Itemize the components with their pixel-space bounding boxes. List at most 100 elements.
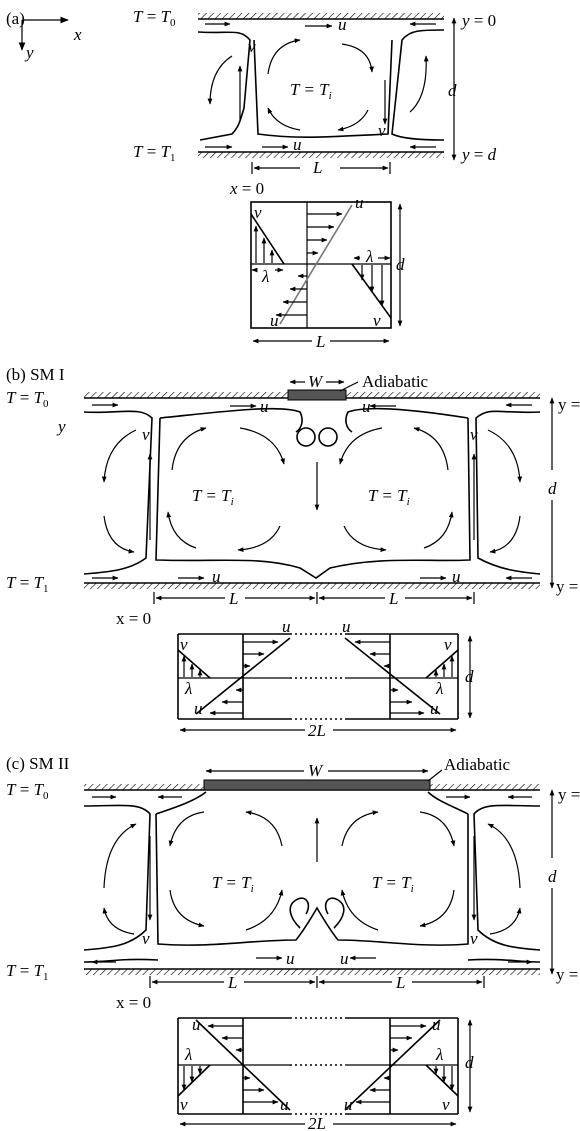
profile-u-bottom-right: u bbox=[344, 1095, 353, 1114]
profile-L-label: L bbox=[315, 332, 325, 351]
profile-v-right: v bbox=[444, 635, 452, 654]
v-arrows-right bbox=[359, 265, 385, 307]
panel-a-label: (a) bbox=[6, 9, 25, 28]
yd-label: y = d bbox=[556, 577, 580, 596]
u-profile-line bbox=[279, 204, 353, 325]
u-arrows-lower bbox=[275, 273, 307, 318]
wall-u-arrows bbox=[91, 794, 533, 965]
bottom-u-right: u bbox=[452, 567, 461, 586]
thermal-blob-left bbox=[289, 897, 310, 929]
thermal-blob-right bbox=[318, 427, 338, 447]
circulation-arrow-tr bbox=[341, 43, 374, 73]
profile-v-left: v bbox=[254, 203, 262, 222]
d-label: d bbox=[548, 479, 557, 498]
profile-u-top: u bbox=[355, 193, 364, 212]
adiabatic-patch bbox=[287, 389, 347, 401]
profile-v-left: v bbox=[180, 1095, 188, 1114]
L-label-right: L bbox=[395, 973, 405, 992]
top-boundary-corners bbox=[155, 791, 469, 815]
bottom-wall bbox=[84, 969, 540, 975]
top-u-label: u bbox=[338, 15, 347, 34]
thermal-blob-right bbox=[324, 897, 345, 929]
rising-v-right: v bbox=[470, 425, 478, 444]
profile-d-label: d bbox=[465, 667, 474, 686]
bottom-u-left: u bbox=[212, 567, 221, 586]
L-label: L bbox=[312, 158, 322, 177]
y0-label: y = 0 bbox=[558, 785, 580, 804]
cell-boundaries bbox=[155, 813, 469, 946]
sinking-v-right: v bbox=[470, 929, 478, 948]
profile-v-right: v bbox=[373, 311, 381, 330]
bottom-u-left: u bbox=[286, 949, 295, 968]
top-temperature: T = T0 bbox=[6, 388, 49, 410]
profile-box-b bbox=[177, 633, 459, 720]
lambda-right: λ bbox=[435, 679, 443, 698]
y0-label: y = 0 bbox=[460, 11, 496, 30]
circulation-arrow-bl bbox=[267, 107, 301, 131]
d-label: d bbox=[548, 867, 557, 886]
interior-temperature: T = Ti bbox=[290, 80, 332, 102]
top-temperature: T = T0 bbox=[133, 7, 176, 29]
v-arrows-left bbox=[253, 225, 275, 263]
profile-u-bottom: u bbox=[270, 311, 279, 330]
lambda-left: λ bbox=[184, 679, 192, 698]
L-label-left: L bbox=[227, 973, 237, 992]
panel-b: (b) SM I W Adiabatic T = T0 y T = T1 bbox=[6, 365, 580, 740]
profile-c-arrows bbox=[181, 1023, 455, 1105]
right-plume-boundary bbox=[391, 29, 445, 141]
sinking-v-label: v bbox=[378, 121, 386, 140]
profile-u-top-right: u bbox=[342, 617, 351, 636]
profile-v-left: v bbox=[180, 635, 188, 654]
right-plume-boundary bbox=[475, 410, 541, 575]
bottom-left-layer bbox=[83, 958, 159, 963]
profile-u-bottom-left: u bbox=[280, 1095, 289, 1114]
circulation-arrows bbox=[102, 810, 522, 935]
yd-label: y = d bbox=[556, 965, 580, 984]
profile-box-c bbox=[177, 1017, 459, 1115]
yd-label: y = d bbox=[460, 145, 497, 164]
bottom-temperature: T = T1 bbox=[133, 142, 176, 164]
profile-d-label: d bbox=[396, 255, 405, 274]
axis-x-label: x bbox=[73, 25, 82, 44]
outer-arrow-left bbox=[207, 55, 233, 105]
left-plume-boundary bbox=[83, 804, 151, 951]
wall-u-arrows bbox=[92, 402, 532, 581]
profile-u-bottom-right: u bbox=[430, 699, 439, 718]
circulation-arrows bbox=[101, 427, 523, 554]
profile-b-arrows bbox=[181, 639, 455, 716]
thermal-blob-left bbox=[296, 427, 316, 447]
adiabatic-leader bbox=[339, 381, 359, 392]
profile-u-top-left: u bbox=[282, 617, 291, 636]
lambda-right: λ bbox=[365, 247, 373, 266]
W-label: W bbox=[308, 761, 324, 780]
panel-c-label: (c) SM II bbox=[6, 754, 70, 773]
circulation-arrow-tl bbox=[267, 38, 301, 75]
top-u-left: u bbox=[260, 397, 269, 416]
adiabatic-patch bbox=[203, 779, 431, 791]
L-label-right: L bbox=[388, 589, 398, 608]
lambda-left: λ bbox=[261, 267, 269, 286]
bottom-u-label: u bbox=[293, 135, 302, 154]
origin-label: x = 0 bbox=[116, 993, 151, 1012]
outer-arrow-right bbox=[409, 55, 429, 113]
bottom-u-right: u bbox=[340, 949, 349, 968]
y0-label: y = 0 bbox=[558, 395, 580, 414]
interior-temperature-right: T = Ti bbox=[368, 486, 410, 508]
top-temperature: T = T0 bbox=[6, 780, 49, 802]
profile-u-top-right: u bbox=[432, 1015, 441, 1034]
circulation-arrow-br bbox=[337, 109, 369, 132]
top-u-right: u bbox=[362, 397, 371, 416]
profile-2L-label: 2L bbox=[308, 1114, 326, 1131]
panel-a: (a) x y T = T0 T = T1 u u v v bbox=[6, 7, 497, 351]
right-plume-boundary bbox=[473, 804, 541, 951]
v-profile-left bbox=[250, 213, 285, 265]
adiabatic-label: Adiabatic bbox=[444, 755, 511, 774]
sinking-v-left: v bbox=[142, 929, 150, 948]
adiabatic-leader bbox=[427, 769, 443, 782]
u-arrows-upper bbox=[307, 211, 343, 256]
panel-b-label: (b) SM I bbox=[6, 365, 65, 384]
interior-temperature-right: T = Ti bbox=[372, 873, 414, 895]
axis-y-label: y bbox=[24, 43, 34, 62]
profile-v-right: v bbox=[442, 1095, 450, 1114]
rising-v-left: v bbox=[142, 425, 150, 444]
